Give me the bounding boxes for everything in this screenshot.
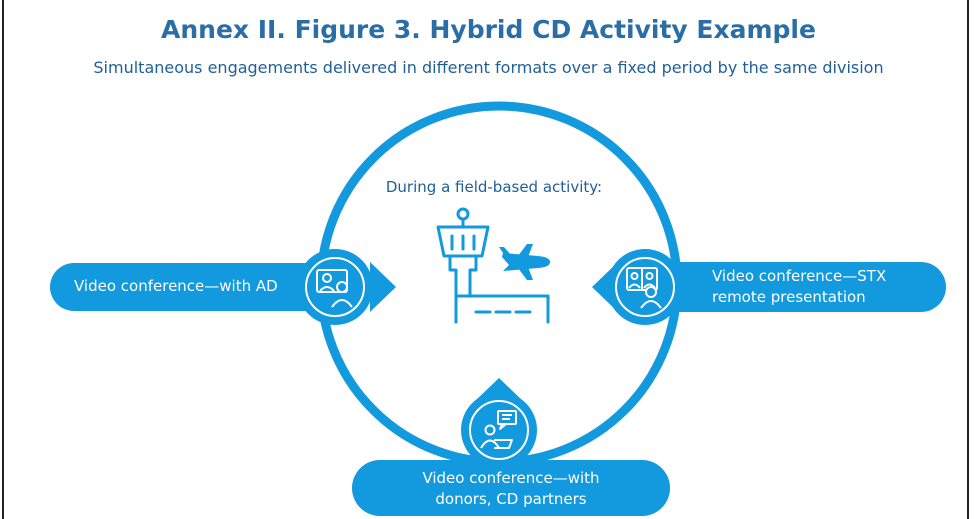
chat-laptop-icon	[480, 410, 517, 449]
left-node-label: Video conference—with AD	[74, 276, 278, 297]
left-pointer	[370, 262, 396, 312]
left-node-line1: Video conference—with AD	[74, 277, 278, 295]
bottom-node-circle	[461, 392, 537, 468]
video-call-icon	[316, 269, 353, 308]
multi-participant-video-icon	[626, 267, 662, 309]
terminal-building-icon	[454, 294, 550, 324]
bottom-pill	[352, 460, 670, 516]
figure-subtitle: Simultaneous engagements delivered in di…	[93, 58, 884, 77]
right-node-label: Video conference—STX remote presentation	[712, 266, 886, 308]
airport-illustration	[436, 207, 550, 324]
right-node-line2: remote presentation	[712, 288, 866, 306]
left-pill	[50, 263, 358, 311]
airplane-icon	[499, 244, 550, 280]
right-node	[592, 249, 946, 325]
bottom-node-line1: Video conference—with	[422, 469, 600, 487]
bottom-node-line2: donors, CD partners	[435, 490, 587, 508]
right-pill	[612, 262, 946, 312]
bottom-node	[352, 378, 670, 516]
center-label: During a field-based activity:	[385, 178, 603, 196]
control-tower-icon	[436, 207, 490, 324]
figure-title: Annex II. Figure 3. Hybrid CD Activity E…	[161, 15, 816, 44]
right-node-line1: Video conference—STX	[712, 267, 887, 285]
left-node	[50, 249, 396, 325]
right-border	[967, 0, 969, 519]
bottom-node-label: Video conference—with donors, CD partner…	[380, 468, 642, 510]
left-border	[2, 0, 4, 519]
left-node-circle	[297, 249, 373, 325]
